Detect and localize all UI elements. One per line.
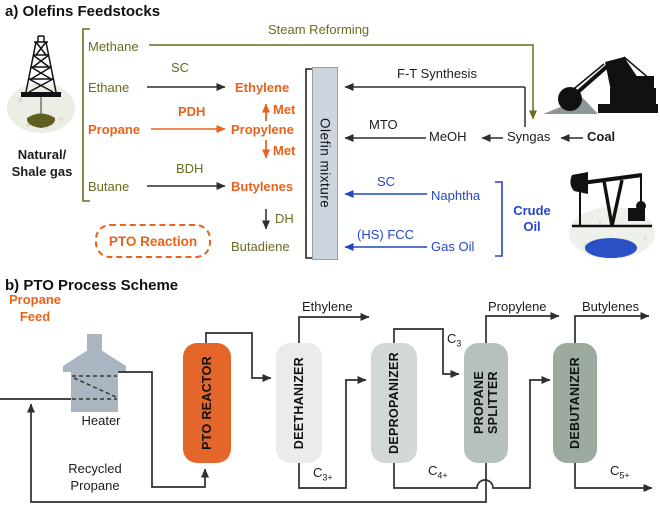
label-ethane: Ethane (88, 80, 130, 95)
stream-butylenes: Butylenes (582, 299, 640, 314)
stream-c3: C3 (447, 331, 462, 349)
pto-reaction-label: PTO Reaction (108, 233, 198, 249)
line-c3plus (298, 376, 367, 489)
unit-debutanizer-label: DEBUTANIZER (568, 357, 582, 449)
unit-propane-splitter-label: PROPANE SPLITTER (472, 371, 500, 435)
olefin-mixture-box: Olefin mixture (312, 67, 338, 260)
stream-c4plus: C4+ (428, 463, 448, 481)
coal-excavator-icon (543, 56, 658, 114)
label-hs-fcc: (HS) FCC (357, 227, 415, 242)
crude-bracket (495, 181, 503, 257)
label-shale-gas: Shale gas (11, 164, 73, 179)
label-butylenes: Butylenes (231, 179, 294, 194)
stream-c3plus: C3+ (313, 465, 333, 483)
label-natural: Natural/ (17, 147, 67, 162)
label-propylene: Propylene (231, 122, 294, 137)
label-butane: Butane (88, 179, 130, 194)
label-met-top: Met (273, 102, 296, 117)
label-sc: SC (171, 60, 190, 75)
label-met-bottom: Met (273, 143, 296, 158)
label-crude: Crude (513, 203, 551, 218)
label-coal: Coal (587, 129, 616, 144)
line-c3 (393, 328, 460, 378)
label-mto: MTO (369, 117, 398, 132)
label-butadiene: Butadiene (231, 239, 290, 254)
stream-propylene: Propylene (488, 299, 547, 314)
label-pdh: PDH (178, 104, 206, 119)
label-propane: Propane (88, 122, 141, 137)
unit-debutanizer: DEBUTANIZER (553, 343, 597, 463)
unit-depropanizer-label: DEPROPANIZER (387, 352, 401, 454)
unit-deethanizer: DEETHANIZER (276, 343, 322, 463)
stream-c5plus: C5+ (610, 463, 630, 481)
line-reactor-to-deethanizer (205, 332, 272, 382)
label-propane-feed-2: Feed (19, 309, 51, 324)
label-dh: DH (275, 211, 294, 226)
unit-pto-reactor-label: PTO REACTOR (200, 356, 214, 450)
label-bdh: BDH (176, 161, 204, 176)
label-sc-naphtha: SC (377, 174, 396, 189)
heater-icon (63, 334, 126, 412)
feedstock-bracket (82, 28, 90, 202)
label-methane: Methane (88, 39, 139, 54)
line-recycle (27, 403, 487, 503)
label-meoh: MeOH (429, 129, 467, 144)
label-recycled-2: Propane (70, 478, 120, 493)
products-bracket (305, 68, 313, 259)
oil-derrick-icon (7, 35, 75, 133)
unit-propane-splitter: PROPANE SPLITTER (464, 343, 508, 463)
line-steam-reforming (149, 44, 537, 120)
label-propane-feed-1: Propane (8, 292, 61, 307)
line-heater-to-reactor (118, 371, 209, 488)
label-steam-reforming: Steam Reforming (268, 22, 370, 37)
unit-pto-reactor: PTO REACTOR (183, 343, 231, 463)
stream-ethylene: Ethylene (302, 299, 353, 314)
label-syngas: Syngas (507, 129, 551, 144)
section-b-title: b) PTO Process Scheme (5, 277, 179, 294)
line-propylene-out (485, 312, 560, 343)
section-a-title: a) Olefins Feedstocks (5, 3, 161, 20)
pto-reaction-box: PTO Reaction (95, 224, 211, 258)
label-heater: Heater (81, 413, 121, 428)
oil-pumpjack-icon (569, 172, 655, 259)
label-ft-synthesis: F-T Synthesis (397, 66, 477, 81)
line-butylenes-out (574, 312, 650, 343)
label-ethylene: Ethylene (235, 80, 290, 95)
label-naphtha: Naphtha (431, 188, 481, 203)
label-gas-oil: Gas Oil (431, 239, 475, 254)
olefin-mixture-label: Olefin mixture (317, 118, 333, 209)
line-ethylene-out (298, 313, 370, 343)
label-recycled-1: Recycled (68, 461, 122, 476)
unit-deethanizer-label: DEETHANIZER (292, 356, 306, 450)
line-c4plus (393, 376, 551, 489)
line-c5plus (574, 463, 653, 492)
label-crude-oil: Oil (523, 219, 541, 234)
unit-depropanizer: DEPROPANIZER (371, 343, 417, 463)
